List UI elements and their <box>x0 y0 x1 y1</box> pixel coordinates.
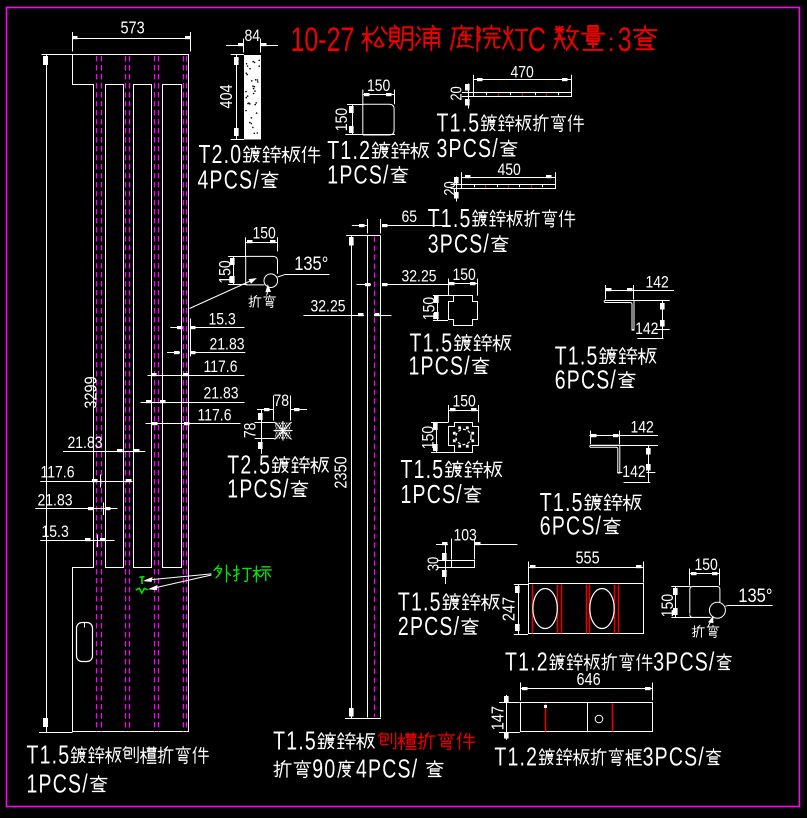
svg-text:90: 90 <box>312 754 336 783</box>
svg-text:150: 150 <box>453 392 476 410</box>
svg-text:T1.5: T1.5 <box>540 487 584 516</box>
svg-text:150: 150 <box>333 108 351 131</box>
svg-text:150: 150 <box>216 260 234 283</box>
svg-text:247: 247 <box>500 597 518 621</box>
svg-text:1PCS/: 1PCS/ <box>327 160 389 189</box>
svg-text:T1.5: T1.5 <box>555 341 599 370</box>
svg-text:78: 78 <box>241 423 259 439</box>
svg-text:32.25: 32.25 <box>311 297 346 315</box>
svg-text:1PCS/: 1PCS/ <box>27 769 89 798</box>
svg-text:21.83: 21.83 <box>204 384 239 402</box>
svg-text:142: 142 <box>635 320 658 338</box>
svg-text:555: 555 <box>576 549 600 567</box>
svg-text:147: 147 <box>489 706 507 730</box>
svg-text:404: 404 <box>218 84 236 108</box>
svg-text:21.83: 21.83 <box>210 335 245 353</box>
svg-text:4PCS/: 4PCS/ <box>356 754 418 783</box>
svg-text:15.3: 15.3 <box>209 310 236 328</box>
svg-text:150: 150 <box>253 224 276 242</box>
svg-text:150: 150 <box>367 77 390 95</box>
svg-text:117.6: 117.6 <box>41 463 75 481</box>
svg-text:646: 646 <box>577 671 601 689</box>
svg-text:1PCS/: 1PCS/ <box>409 351 471 380</box>
svg-text:103: 103 <box>454 526 477 544</box>
svg-text:T1.5: T1.5 <box>437 108 481 137</box>
svg-text::: : <box>608 29 615 57</box>
svg-text:15.3: 15.3 <box>42 523 69 541</box>
svg-text:20: 20 <box>448 86 465 100</box>
svg-text:65: 65 <box>402 208 418 226</box>
svg-text:T1.2: T1.2 <box>494 742 538 771</box>
svg-text:21.83: 21.83 <box>68 434 103 452</box>
svg-text:135°: 135° <box>294 253 328 275</box>
svg-text:3299: 3299 <box>82 376 100 408</box>
svg-text:142: 142 <box>631 418 654 436</box>
svg-text:135°: 135° <box>738 585 772 607</box>
svg-text:84: 84 <box>245 27 261 45</box>
svg-text:450: 450 <box>498 161 521 179</box>
svg-text:150: 150 <box>453 266 476 284</box>
svg-text:78: 78 <box>274 392 290 410</box>
svg-text:T1.5: T1.5 <box>410 328 454 357</box>
svg-text:10-27: 10-27 <box>291 21 355 59</box>
svg-text:3PCS/: 3PCS/ <box>653 647 715 676</box>
svg-text:21.83: 21.83 <box>38 491 73 509</box>
svg-text:32.25: 32.25 <box>402 267 437 285</box>
svg-text:150: 150 <box>659 594 677 617</box>
svg-text:T1.5: T1.5 <box>398 587 442 616</box>
svg-text:1PCS/: 1PCS/ <box>227 474 289 503</box>
svg-text:4PCS/: 4PCS/ <box>198 165 260 194</box>
svg-text:T1.2: T1.2 <box>327 135 371 164</box>
svg-text:3PCS/: 3PCS/ <box>643 742 705 771</box>
svg-text:3: 3 <box>618 21 632 59</box>
svg-text:3PCS/: 3PCS/ <box>428 229 490 258</box>
svg-text:T1.5: T1.5 <box>401 454 445 483</box>
svg-text:150: 150 <box>419 426 437 449</box>
svg-text:3PCS/: 3PCS/ <box>437 133 499 162</box>
svg-text:150: 150 <box>420 297 438 320</box>
svg-text:573: 573 <box>121 19 145 37</box>
svg-text:117.6: 117.6 <box>198 406 232 424</box>
svg-text:30: 30 <box>425 557 442 571</box>
svg-text:T1.5: T1.5 <box>428 203 472 232</box>
svg-text:2PCS/: 2PCS/ <box>398 611 460 640</box>
svg-text:150: 150 <box>695 556 718 574</box>
svg-text:T2.5: T2.5 <box>227 450 271 479</box>
svg-text:117.6: 117.6 <box>204 358 238 376</box>
svg-text:6PCS/: 6PCS/ <box>540 511 602 540</box>
svg-text:C: C <box>528 21 546 59</box>
svg-text:T1.5: T1.5 <box>27 740 71 769</box>
svg-text:142: 142 <box>646 273 669 291</box>
svg-text:T1.2: T1.2 <box>505 647 549 676</box>
svg-text:142: 142 <box>622 463 645 481</box>
svg-text:T2.0: T2.0 <box>199 139 243 168</box>
svg-text:20: 20 <box>442 181 459 195</box>
svg-text:T1.5: T1.5 <box>273 726 317 755</box>
svg-text:6PCS/: 6PCS/ <box>555 365 617 394</box>
svg-text:1PCS/: 1PCS/ <box>401 479 463 508</box>
svg-text:470: 470 <box>511 63 534 81</box>
svg-text:2350: 2350 <box>332 456 350 488</box>
